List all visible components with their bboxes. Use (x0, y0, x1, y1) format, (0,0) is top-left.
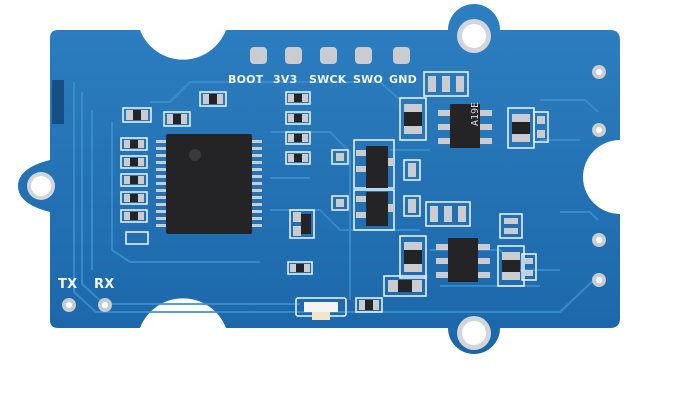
label-swo: SWO (353, 73, 383, 86)
regulator-ic: A19E (438, 102, 492, 148)
right-notch (603, 146, 640, 208)
main-ic (156, 134, 262, 234)
label-swck: SWCK (309, 73, 347, 86)
label-boot: BOOT (228, 73, 264, 86)
regulator-ic-lower (436, 238, 490, 282)
label-gnd: GND (389, 73, 417, 86)
edge-pads (592, 65, 606, 287)
uart-pads: TX RX (58, 277, 114, 312)
left-edge-strip (52, 80, 64, 124)
passive-components-right (383, 71, 549, 297)
pin-labels: BOOT 3V3 SWCK SWO GND (228, 73, 417, 86)
chip-marking: A19E (470, 102, 481, 126)
led (295, 297, 347, 320)
programming-pads (250, 47, 410, 64)
transistors (331, 139, 421, 231)
passive-components-center (285, 91, 383, 313)
mounting-holes (27, 19, 491, 350)
label-3v3: 3V3 (273, 73, 297, 86)
label-rx: RX (94, 277, 114, 292)
passive-components-left (120, 91, 227, 245)
label-tx: TX (58, 277, 77, 292)
